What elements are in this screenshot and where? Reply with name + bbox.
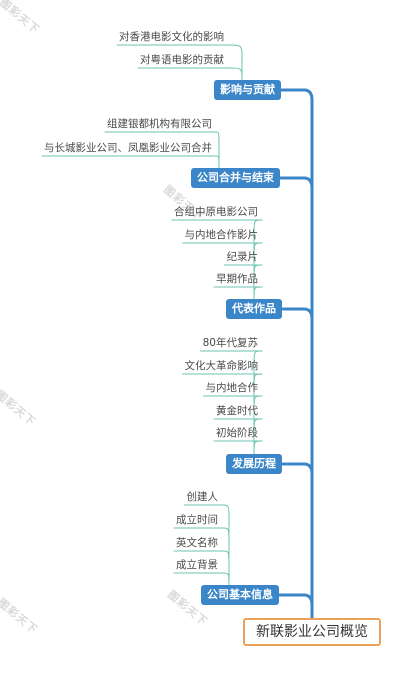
leaf-connector — [253, 418, 263, 455]
leaf-node[interactable]: 文化大革命影响 — [184, 360, 259, 372]
trunk-connector — [280, 462, 314, 620]
leaf-connector — [227, 44, 243, 81]
trunk-connector — [277, 593, 314, 620]
leaf-connector — [253, 395, 263, 455]
trunk-connector — [278, 176, 314, 620]
leaf-node[interactable]: 与内地合作影片 — [184, 229, 259, 241]
leaf-connector — [215, 155, 220, 169]
leaf-node[interactable]: 黄金时代 — [216, 405, 258, 417]
leaf-connector — [253, 264, 263, 300]
leaf-connector — [221, 572, 230, 586]
leaf-connector — [253, 373, 263, 455]
leaf-node[interactable]: 纪录片 — [226, 251, 259, 263]
leaf-node[interactable]: 早期作品 — [216, 273, 258, 285]
branch-node[interactable]: 影响与贡献 — [214, 80, 281, 100]
leaf-node[interactable]: 80年代复苏 — [202, 337, 258, 349]
leaf-connector — [253, 440, 263, 455]
leaf-node[interactable]: 初始阶段 — [216, 427, 258, 439]
leaf-node[interactable]: 成立背景 — [176, 559, 218, 571]
trunk-connector — [279, 88, 314, 620]
leaf-connector — [221, 550, 230, 586]
leaf-node[interactable]: 合组中原电影公司 — [174, 206, 258, 218]
leaf-node[interactable]: 与内地合作 — [205, 382, 259, 394]
leaf-connector — [215, 131, 220, 169]
leaf-connector — [253, 242, 263, 300]
leaf-connector — [221, 527, 230, 586]
leaf-connector — [227, 67, 243, 81]
trunk-connector — [280, 307, 314, 620]
leaf-node[interactable]: 组建银都机构有限公司 — [107, 118, 212, 130]
leaf-connector — [253, 350, 263, 455]
leaf-node[interactable]: 英文名称 — [176, 537, 218, 549]
branch-node[interactable]: 代表作品 — [226, 299, 282, 319]
leaf-node[interactable]: 成立时间 — [176, 514, 218, 526]
leaf-node[interactable]: 对粤语电影的贡献 — [140, 54, 224, 66]
leaf-connector — [221, 504, 230, 586]
branch-node[interactable]: 公司基本信息 — [201, 585, 279, 605]
leaf-node[interactable]: 对香港电影文化的影响 — [119, 31, 224, 43]
root-node[interactable]: 新联影业公司概览 — [243, 618, 381, 646]
leaf-connector — [253, 286, 263, 300]
leaf-node[interactable]: 与长城影业公司、凤凰影业公司合并 — [44, 142, 212, 154]
leaf-node[interactable]: 创建人 — [186, 491, 219, 503]
leaf-connector — [253, 219, 263, 300]
branch-node[interactable]: 公司合并与结束 — [191, 168, 280, 188]
branch-node[interactable]: 发展历程 — [226, 454, 282, 474]
